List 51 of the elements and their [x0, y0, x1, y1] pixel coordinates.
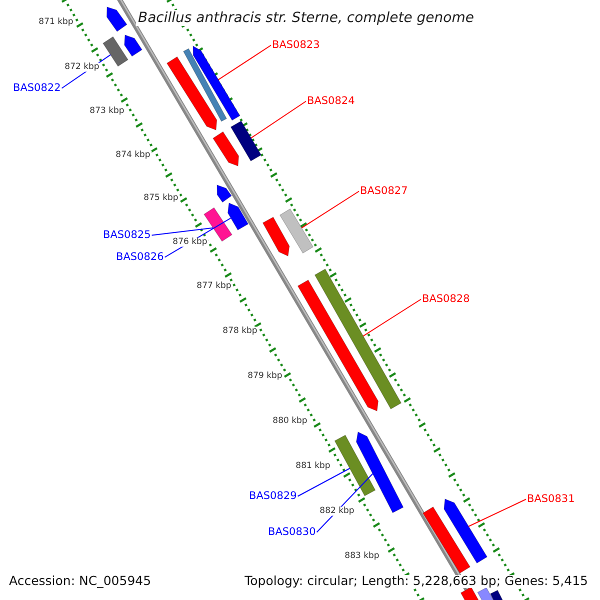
leader-line [362, 298, 422, 337]
gene-label: BAS0829 [249, 491, 297, 502]
gene-bar [192, 45, 240, 121]
gene-bar [228, 202, 249, 230]
gene-bar [314, 268, 402, 410]
scale-label: 877 kbp [196, 282, 232, 290]
scale-label: 883 kbp [344, 552, 380, 560]
scale-label: 880 kbp [272, 416, 308, 426]
gene-bar [262, 216, 290, 256]
gene-label: BAS0831 [527, 494, 575, 504]
scale-label: 879 kbp [246, 372, 284, 380]
gene-bar [230, 120, 262, 162]
gene-bar [102, 36, 128, 67]
gene-bar [124, 34, 142, 57]
gene-bar [422, 506, 471, 574]
scale-label: 875 kbp [142, 194, 180, 202]
leader-line [297, 468, 350, 497]
gene-bar [212, 131, 239, 166]
gene-bar [334, 434, 376, 496]
scale-label: 881 kbp [294, 462, 332, 470]
scale-label: 874 kbp [114, 150, 152, 160]
gene-bar [216, 184, 232, 203]
gene-label: BAS0823 [272, 40, 320, 50]
gene-label: BAS0827 [360, 186, 408, 196]
leader-line [468, 498, 526, 527]
leader-line [301, 190, 360, 228]
gene-bar [356, 432, 404, 514]
gene-label: BAS0822 [13, 83, 61, 94]
gene-bar [297, 280, 378, 412]
gene-bar [279, 208, 314, 254]
gene-bar [183, 48, 227, 122]
gene-bar [166, 56, 218, 130]
scale-label: 873 kbp [88, 106, 126, 116]
scale-label: 871 kbp [38, 18, 74, 26]
gene-bar [444, 498, 488, 564]
leader-line [218, 44, 272, 80]
scale-label: 872 kbp [64, 62, 100, 72]
gene-label: BAS0825 [103, 230, 151, 240]
gene-label: BAS0828 [422, 294, 470, 304]
scale-label: 882 kbp [318, 506, 356, 516]
gene-label: BAS0826 [116, 252, 164, 262]
genome-info-text: Topology: circular; Length: 5,228,663 bp; Genes: 5,415 [242, 575, 590, 588]
title: Bacillus anthracis str. Sterne, complete genome [136, 10, 476, 26]
gene-label: BAS0830 [268, 527, 316, 538]
scale-label: 876 kbp [172, 238, 208, 246]
gene-label: BAS0824 [307, 96, 355, 106]
gene-bar [106, 6, 128, 32]
leader-line [250, 100, 306, 138]
leader-line [151, 227, 214, 236]
scale-label: 878 kbp [222, 326, 258, 336]
accession-text: Accession: NC_005945 [9, 575, 152, 588]
